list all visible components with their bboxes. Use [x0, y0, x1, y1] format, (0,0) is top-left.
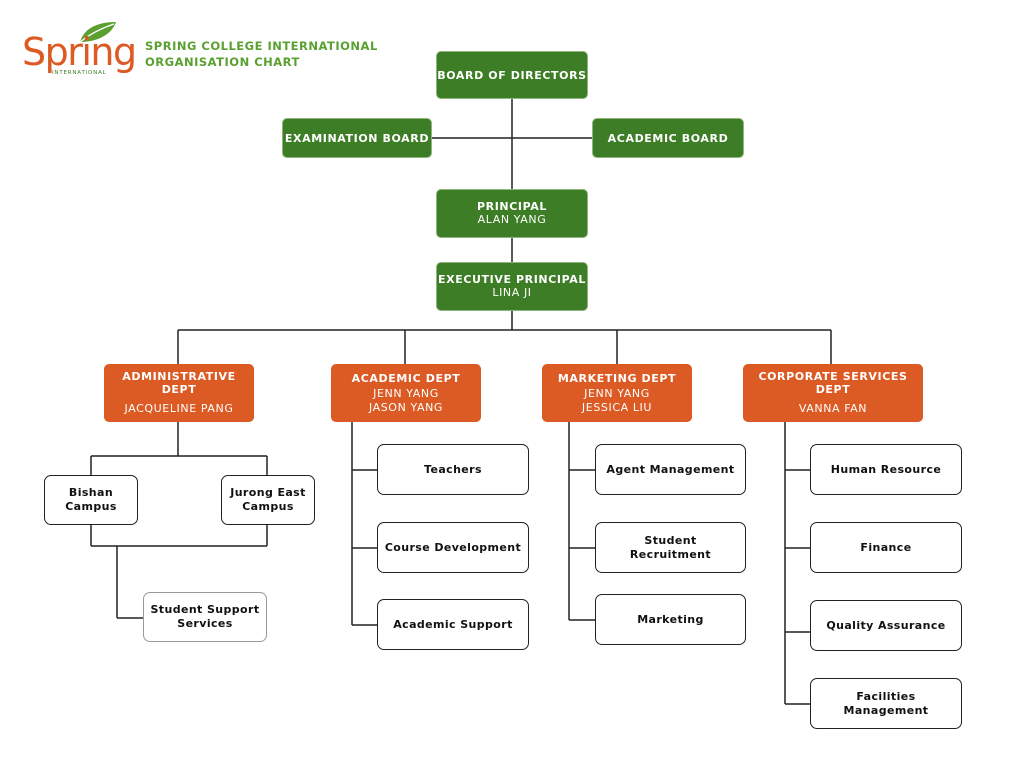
logo-subtitle: INTERNATIONAL: [52, 70, 107, 76]
principal-name: ALAN YANG: [477, 213, 547, 226]
marketing-dept-box: MARKETING DEPT JENN YANG JESSICA LIU: [542, 364, 692, 422]
academic-board-box: ACADEMIC BOARD: [592, 118, 744, 158]
unit-label: Quality Assurance: [826, 618, 946, 632]
dept-head-name: JACQUELINE PANG: [124, 402, 234, 415]
dept-head-name: JASON YANG: [368, 400, 444, 414]
bishan-campus-box: Bishan Campus: [44, 475, 138, 525]
unit-label: Teachers: [424, 462, 482, 476]
examination-board-label: EXAMINATION BOARD: [284, 131, 430, 145]
dept-title: CORPORATE SERVICES DEPT: [758, 370, 908, 396]
dept-head-name: JESSICA LIU: [581, 400, 653, 414]
dept-head-name: JENN YANG: [373, 386, 439, 400]
unit-label: Bishan Campus: [65, 486, 117, 513]
unit-label: Course Development: [384, 540, 522, 554]
board-of-directors-label: BOARD OF DIRECTORS: [437, 68, 587, 82]
academic-dept-box: ACADEMIC DEPT JENN YANG JASON YANG: [331, 364, 481, 422]
unit-label: Student Recruitment: [629, 533, 712, 561]
spring-logo: Spring INTERNATIONAL: [22, 20, 137, 82]
unit-label: Human Resource: [830, 462, 942, 476]
human-resource-box: Human Resource: [810, 444, 962, 495]
unit-label: Student Support Services: [150, 603, 260, 630]
dept-head-name: JENN YANG: [584, 386, 650, 400]
academic-support-box: Academic Support: [377, 599, 529, 650]
board-of-directors-box: BOARD OF DIRECTORS: [436, 51, 588, 99]
executive-principal-title: EXECUTIVE PRINCIPAL: [438, 273, 586, 286]
page-title: SPRING COLLEGE INTERNATIONAL ORGANISATIO…: [145, 38, 378, 70]
examination-board-box: EXAMINATION BOARD: [282, 118, 432, 158]
executive-principal-name: LINA JI: [492, 286, 532, 299]
jurong-east-campus-box: Jurong East Campus: [221, 475, 315, 525]
dept-title: ADMINISTRATIVE DEPT: [122, 370, 236, 396]
finance-box: Finance: [810, 522, 962, 573]
title-line-2: ORGANISATION CHART: [145, 55, 300, 69]
student-recruitment-box: Student Recruitment: [595, 522, 746, 573]
agent-management-box: Agent Management: [595, 444, 746, 495]
unit-label: Agent Management: [606, 462, 735, 476]
unit-label: Jurong East Campus: [230, 486, 306, 513]
student-support-services-box: Student Support Services: [143, 592, 267, 642]
logo-wordmark: Spring: [22, 30, 137, 74]
dept-head-name: VANNA FAN: [798, 402, 868, 415]
leaf-icon: [79, 22, 116, 43]
academic-board-label: ACADEMIC BOARD: [607, 131, 729, 145]
quality-assurance-box: Quality Assurance: [810, 600, 962, 651]
unit-label: Academic Support: [393, 617, 513, 631]
facilities-management-box: Facilities Management: [810, 678, 962, 729]
teachers-box: Teachers: [377, 444, 529, 495]
dept-title: ACADEMIC DEPT: [351, 371, 461, 385]
administrative-dept-box: ADMINISTRATIVE DEPT JACQUELINE PANG: [104, 364, 254, 422]
principal-box: PRINCIPAL ALAN YANG: [436, 189, 588, 238]
dept-title: MARKETING DEPT: [557, 371, 677, 385]
corporate-services-dept-box: CORPORATE SERVICES DEPT VANNA FAN: [743, 364, 923, 422]
title-line-1: SPRING COLLEGE INTERNATIONAL: [145, 39, 378, 53]
executive-principal-box: EXECUTIVE PRINCIPAL LINA JI: [436, 262, 588, 311]
unit-label: Marketing: [637, 612, 704, 626]
unit-label: Finance: [860, 540, 912, 554]
principal-title: PRINCIPAL: [477, 200, 547, 213]
course-development-box: Course Development: [377, 522, 529, 573]
unit-label: Facilities Management: [843, 689, 929, 717]
marketing-box: Marketing: [595, 594, 746, 645]
